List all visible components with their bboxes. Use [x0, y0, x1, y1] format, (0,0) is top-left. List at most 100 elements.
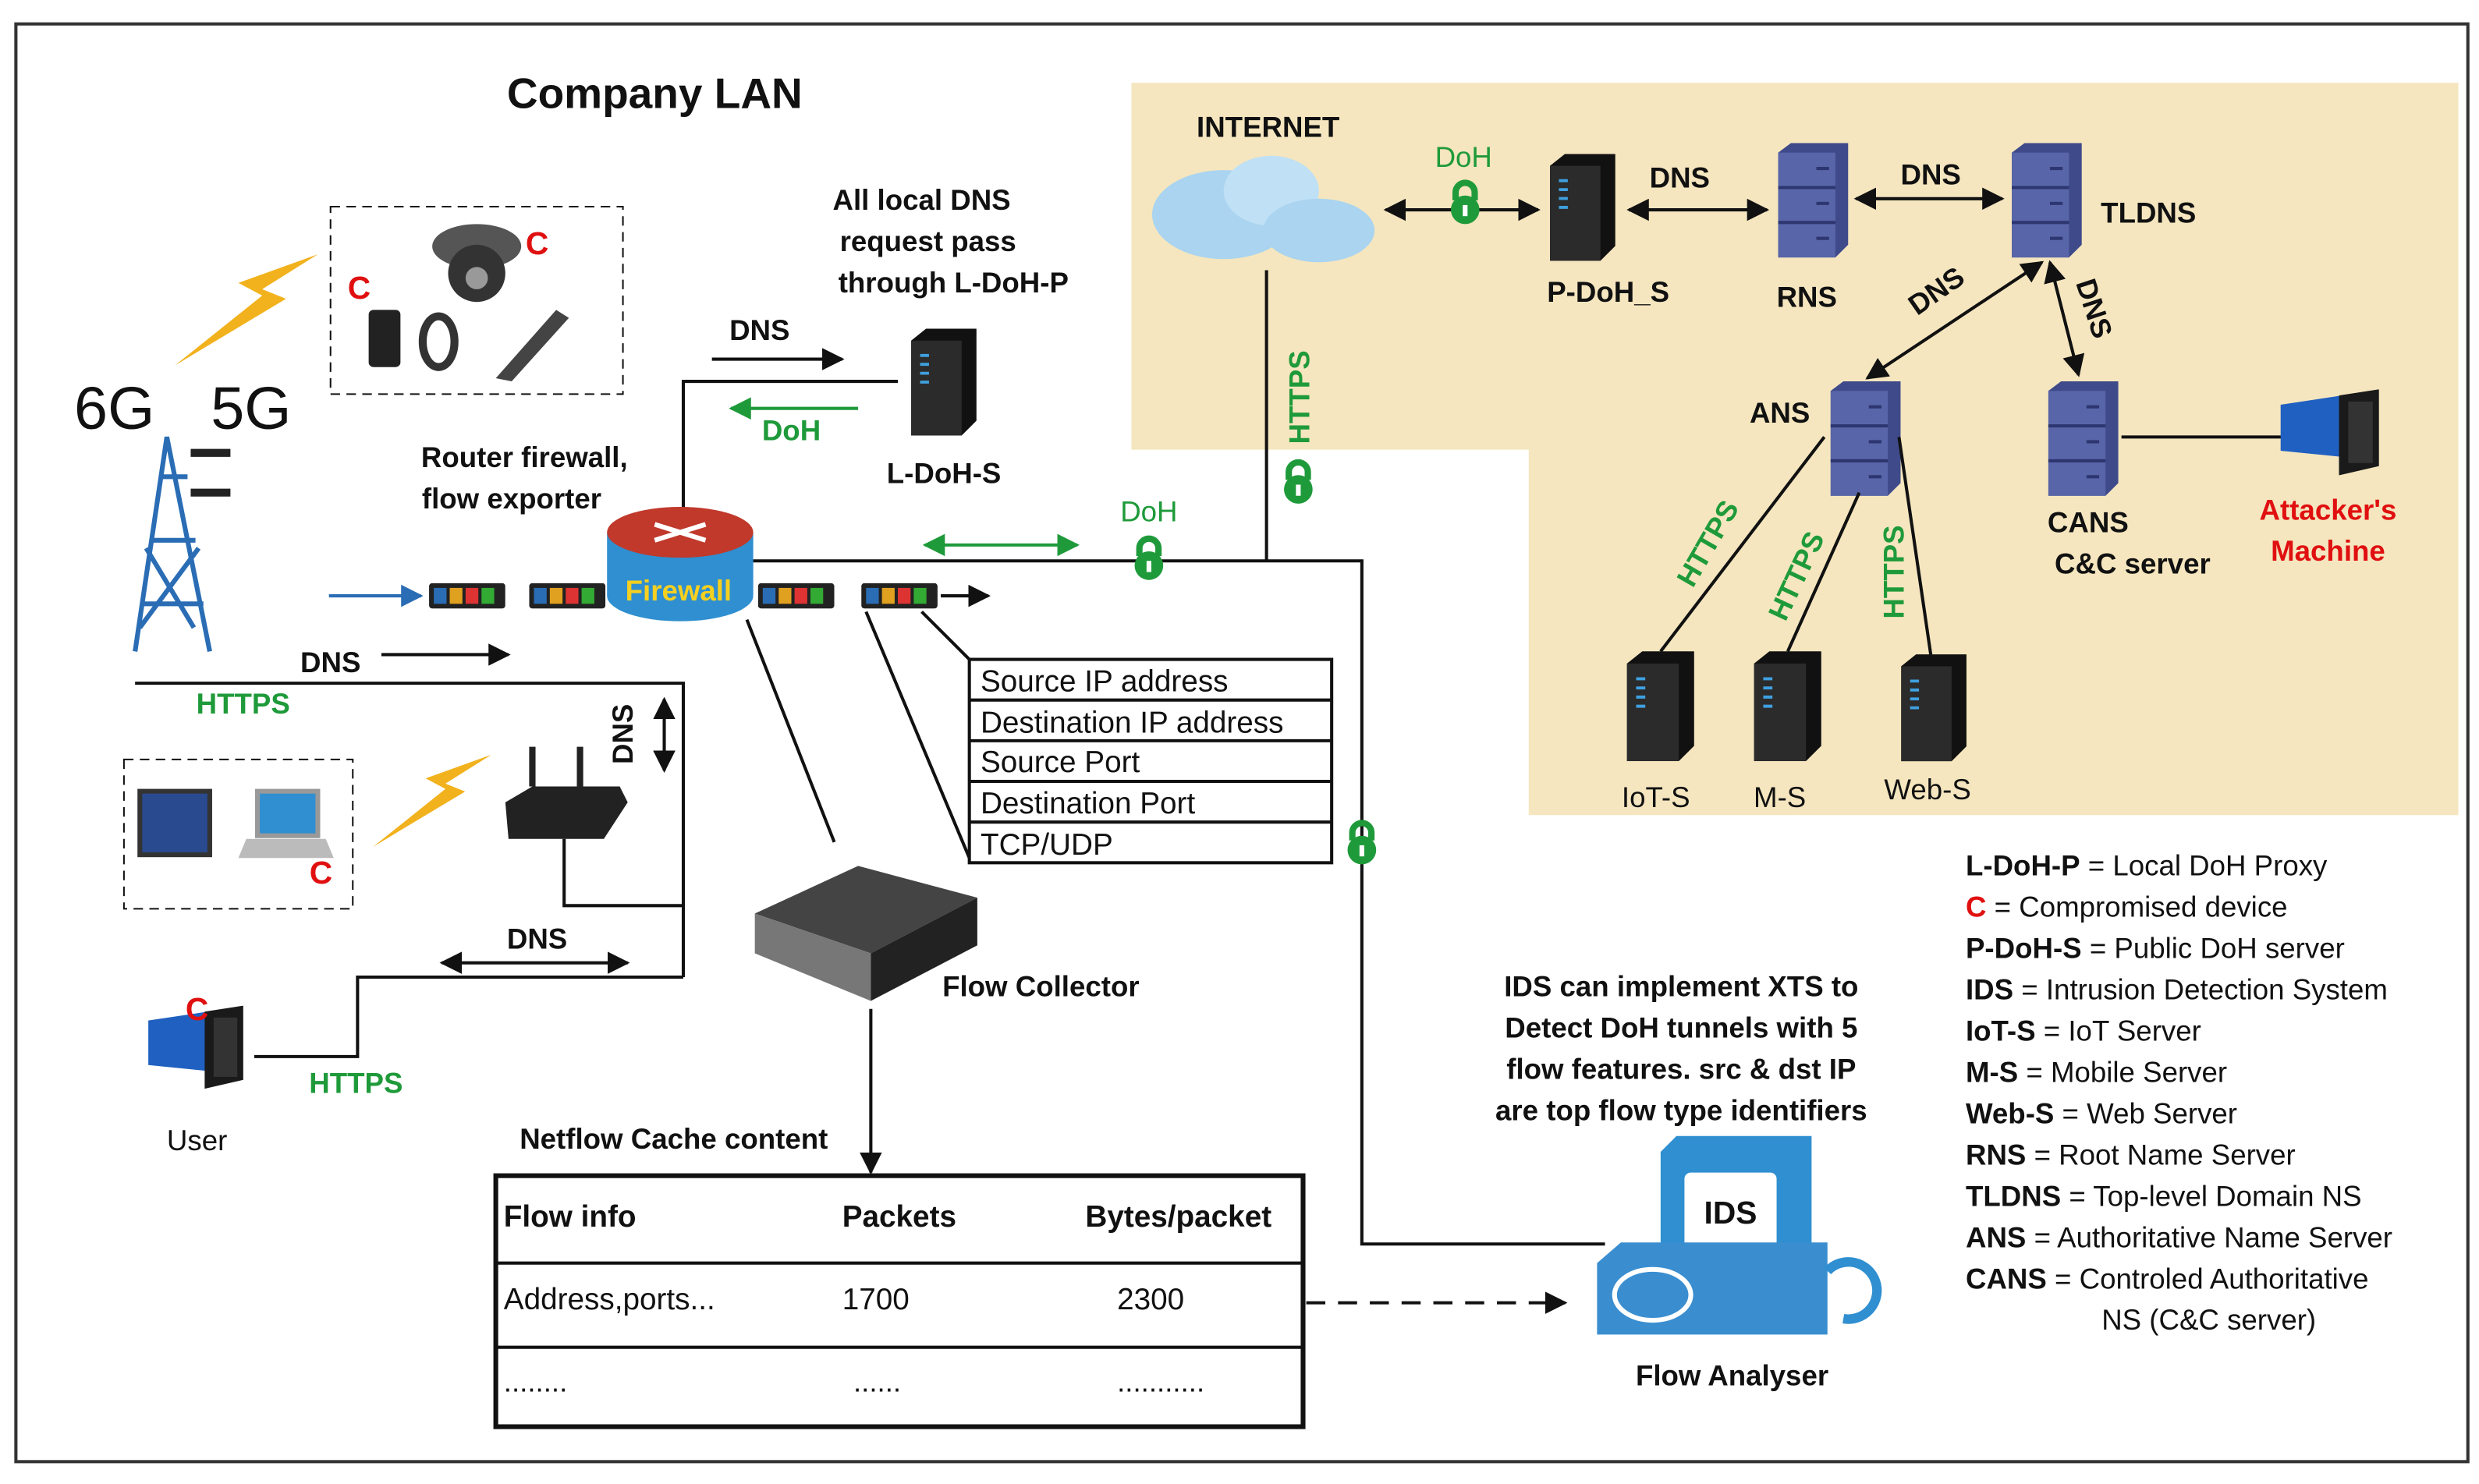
6g-label: 6G — [74, 375, 154, 442]
legend-continuation: NS (C&C server) — [2101, 1304, 2316, 1336]
legend-desc: = Public DoH server — [2090, 933, 2345, 965]
cell-tower-icon — [133, 436, 231, 652]
table-cell: ........... — [1117, 1366, 1204, 1398]
https-label: HTTPS — [309, 1068, 403, 1100]
packet-icon — [529, 583, 606, 609]
legend-abbr: C — [1966, 891, 1986, 923]
legend-desc: = Controled Authoritative — [2055, 1263, 2368, 1295]
pdoh-server-icon — [1550, 154, 1615, 260]
user-label: User — [167, 1125, 227, 1156]
cans-server-icon — [2048, 381, 2119, 496]
tldns-server-icon — [2012, 143, 2082, 257]
legend-item: CANS = Controled Authoritative — [1966, 1263, 2369, 1295]
ids-note: Detect DoH tunnels with 5 — [1505, 1011, 1857, 1043]
phone-icon — [368, 310, 401, 367]
rns-label: RNS — [1777, 281, 1837, 313]
legend-abbr: TLDNS — [1966, 1180, 2061, 1212]
attacker-label-2: Machine — [2271, 535, 2385, 567]
ans-label: ANS — [1750, 397, 1810, 429]
ids-note: flow features. src & dst IP — [1506, 1053, 1856, 1085]
https-label: HTTPS — [1878, 525, 1910, 618]
https-label: HTTPS — [1284, 350, 1316, 444]
ldohs-server-icon — [911, 329, 977, 436]
legend-desc: = Web Server — [2062, 1097, 2237, 1129]
flow-feature: Source IP address — [981, 664, 1229, 698]
ans-server-icon — [1831, 381, 1901, 496]
legend-desc: = Mobile Server — [2026, 1056, 2227, 1088]
firewall-router-icon — [607, 506, 754, 622]
legend-desc: = Root Name Server — [2034, 1139, 2296, 1171]
legend-abbr: IDS — [1966, 974, 2013, 1006]
legend-item: Web-S = Web Server — [1966, 1097, 2237, 1129]
legend-abbr: P-DoH-S — [1966, 933, 2082, 965]
table-cell: ........ — [504, 1366, 567, 1398]
netflow-title: Netflow Cache content — [520, 1123, 828, 1155]
flow-feature: Destination IP address — [981, 706, 1284, 739]
cans-label: CANS — [2048, 507, 2129, 539]
laptop-icon — [238, 788, 334, 859]
ms-label: M-S — [1754, 781, 1806, 813]
netflow-cache-table: Flow info Packets Bytes/packet Address,p… — [493, 1173, 1306, 1429]
legend-item: IoT-S = IoT Server — [1966, 1015, 2201, 1047]
router-label-2: flow exporter — [422, 483, 601, 515]
legend-item: L-DoH-P = Local DoH Proxy — [1966, 850, 2328, 882]
legend-abbr: RNS — [1966, 1139, 2026, 1171]
internet-zone — [1131, 83, 2459, 816]
legend-desc: = IoT Server — [2044, 1015, 2201, 1047]
table-cell: 1700 — [842, 1283, 910, 1316]
legend-abbr: Web-S — [1966, 1097, 2054, 1129]
page-title: Company LAN — [507, 69, 803, 118]
legend-abbr: ANS — [1966, 1221, 2026, 1253]
flow-feature: Destination Port — [981, 787, 1196, 820]
local-dns-note: through L-DoH-P — [839, 267, 1069, 299]
flow-collector-icon — [754, 866, 977, 1001]
rns-server-icon — [1779, 143, 1849, 257]
packet-icon — [757, 583, 835, 609]
legend-abbr: CANS — [1966, 1263, 2047, 1295]
mobile-devices-box — [122, 758, 354, 910]
legend-desc: = Local DoH Proxy — [2088, 850, 2328, 882]
local-dns-note: request pass — [840, 225, 1016, 257]
ldohs-label: L-DoH-S — [887, 457, 1002, 489]
column-header: Packets — [842, 1200, 956, 1234]
flow-analyser-label: Flow Analyser — [1636, 1360, 1828, 1392]
wireless-router-icon — [505, 746, 628, 839]
internet-cloud-icon — [1151, 155, 1375, 263]
legend-desc: = Top-level Domain NS — [2069, 1180, 2361, 1212]
legend-desc: = Intrusion Detection System — [2021, 974, 2388, 1006]
watch-icon — [418, 312, 459, 371]
iot-label: IoT-S — [1622, 781, 1690, 813]
table-cell: Address,ports... — [504, 1283, 715, 1316]
firewall-label: Firewall — [626, 575, 732, 607]
legend-item: TLDNS = Top-level Domain NS — [1966, 1180, 2362, 1212]
legend: L-DoH-P = Local DoH Proxy C = Compromised… — [1966, 850, 2392, 1295]
dns-label: DNS — [507, 923, 567, 955]
legend-item: C = Compromised device — [1966, 891, 2288, 923]
legend-item: ANS = Authoritative Name Server — [1966, 1221, 2392, 1253]
compromised-marker: C — [348, 270, 371, 306]
attacker-label: Attacker's — [2260, 494, 2397, 526]
table-cell: ...... — [853, 1366, 901, 1398]
ids-icon — [1597, 1135, 1882, 1335]
cans-sub-label: C&C server — [2055, 548, 2211, 580]
legend-item: M-S = Mobile Server — [1966, 1056, 2227, 1088]
compromised-marker: C — [310, 855, 332, 891]
ids-note: IDS can implement XTS to — [1504, 970, 1858, 1002]
legend-abbr: L-DoH-P — [1966, 850, 2080, 882]
dns-label: DNS — [1650, 162, 1710, 194]
legend-abbr: IoT-S — [1966, 1015, 2036, 1047]
flow-feature: TCP/UDP — [981, 828, 1113, 862]
router-label: Router firewall, — [421, 441, 628, 473]
dns-label: DNS — [1900, 158, 1960, 190]
5g-label: 5G — [211, 375, 291, 442]
legend-item: IDS = Intrusion Detection System — [1966, 974, 2388, 1006]
compromised-marker: C — [186, 991, 208, 1027]
column-header: Flow info — [504, 1200, 637, 1234]
legend-item: P-DoH-S = Public DoH server — [1966, 933, 2345, 965]
dns-label: DNS — [607, 704, 639, 764]
doh-label: DoH — [762, 414, 821, 446]
tldns-label: TLDNS — [2101, 197, 2196, 228]
legend-abbr: M-S — [1966, 1056, 2018, 1088]
ids-note: are top flow type identifiers — [1495, 1094, 1867, 1126]
